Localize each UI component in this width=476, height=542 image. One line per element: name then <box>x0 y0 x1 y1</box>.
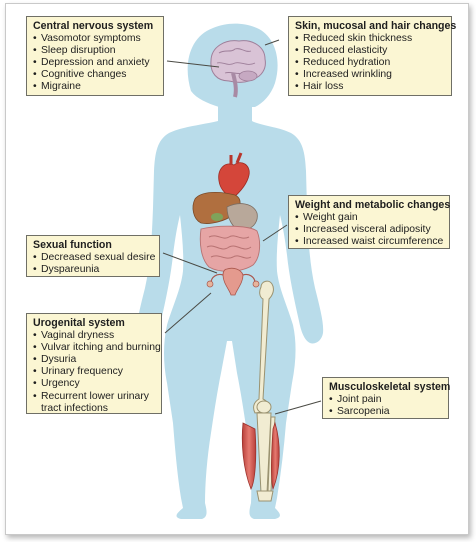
uterus-icon <box>206 267 260 296</box>
callout-item: Sleep disruption <box>33 45 158 57</box>
callout-urogenital-system: Urogenital system Vaginal dryness Vulvar… <box>26 313 162 414</box>
callout-item: Reduced hydration <box>295 57 446 69</box>
pointer-sexual <box>162 252 218 274</box>
callout-item: Increased wrinkling <box>295 69 446 81</box>
callout-item: Urinary frequency <box>33 366 156 378</box>
foot-bone <box>256 490 274 502</box>
callout-item: Depression and anxiety <box>33 57 158 69</box>
callout-sexual-function: Sexual function Decreased sexual desire … <box>26 235 160 277</box>
callout-weight-metabolic: Weight and metabolic changes Weight gain… <box>288 195 450 249</box>
intestine-icon <box>199 225 261 272</box>
callout-title: Central nervous system <box>33 20 154 32</box>
callout-title: Weight and metabolic changes <box>295 199 451 211</box>
callout-item: Vasomotor symptoms <box>33 33 158 45</box>
callout-item: Sarcopenia <box>329 406 443 418</box>
callout-title: Musculoskeletal system <box>329 381 451 393</box>
callout-item: Recurrent lower urinary tract infections <box>33 391 156 415</box>
callout-item: Increased visceral adiposity <box>295 224 444 236</box>
torso <box>136 121 324 519</box>
callout-item: Joint pain <box>329 394 443 406</box>
pointer-musculo <box>274 400 322 415</box>
callout-item: Migraine <box>33 81 158 93</box>
callout-item: Vaginal dryness <box>33 330 156 342</box>
body-illustration <box>136 23 324 519</box>
heart-icon <box>218 152 250 200</box>
callout-title: Urogenital system <box>33 317 125 329</box>
callout-item: Increased waist circumference <box>295 236 444 248</box>
callout-item: Hair loss <box>295 81 446 93</box>
pointer-weight <box>262 224 288 242</box>
pointer-cns <box>166 60 220 68</box>
callout-title: Sexual function <box>33 239 112 251</box>
callout-central-nervous-system: Central nervous system Vasomotor symptom… <box>26 16 164 96</box>
calf-muscle-icon <box>241 421 280 491</box>
callout-item: Dysuria <box>33 354 156 366</box>
pointer-urogenital <box>164 292 212 334</box>
brain-icon <box>210 40 266 98</box>
callout-item: Weight gain <box>295 212 444 224</box>
pointer-lines <box>162 39 322 415</box>
patella <box>256 400 272 414</box>
callout-item: Reduced skin thickness <box>295 33 446 45</box>
liver-icon <box>192 191 258 232</box>
pointer-skin <box>264 39 280 46</box>
callout-title: Skin, mucosal and hair changes <box>295 20 457 32</box>
callout-item: Urgency <box>33 378 156 390</box>
callout-musculoskeletal-system: Musculoskeletal system Joint pain Sarcop… <box>322 377 451 419</box>
callout-item: Reduced elasticity <box>295 45 446 57</box>
callout-item: Vulvar itching and burning <box>33 342 161 354</box>
callout-item: Decreased sexual desire <box>33 252 155 264</box>
callout-item: Dyspareunia <box>33 264 154 276</box>
callout-item: Cognitive changes <box>33 69 158 81</box>
callout-skin-mucosal-hair: Skin, mucosal and hair changes Reduced s… <box>288 16 457 96</box>
